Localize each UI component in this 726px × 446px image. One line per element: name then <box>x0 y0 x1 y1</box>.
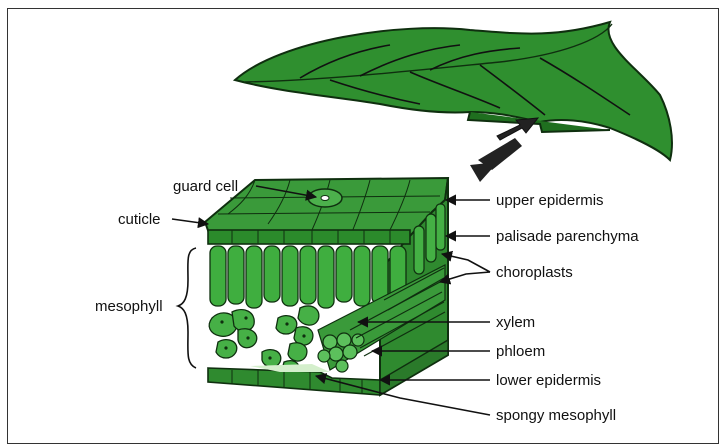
label-cuticle: cuticle <box>118 211 161 228</box>
label-upper-epidermis: upper epidermis <box>496 192 604 209</box>
label-mesophyll: mesophyll <box>95 298 163 315</box>
label-guard-cell: guard cell <box>173 178 238 195</box>
label-phloem: phloem <box>496 343 545 360</box>
label-spongy-mesophyll: spongy mesophyll <box>496 407 616 424</box>
leaf-illustration <box>235 22 672 160</box>
label-lower-epidermis: lower epidermis <box>496 372 601 389</box>
lower-epidermis-row <box>208 368 380 395</box>
leaf-block <box>205 178 448 395</box>
label-choroplasts: choroplasts <box>496 264 573 281</box>
leaf-blade <box>235 22 672 160</box>
label-palisade-parenchyma: palisade parenchyma <box>496 228 639 245</box>
palisade-cells <box>210 246 406 308</box>
upper-epidermis-row <box>208 230 410 244</box>
zoom-arrow-body <box>470 138 522 182</box>
label-xylem: xylem <box>496 314 535 331</box>
